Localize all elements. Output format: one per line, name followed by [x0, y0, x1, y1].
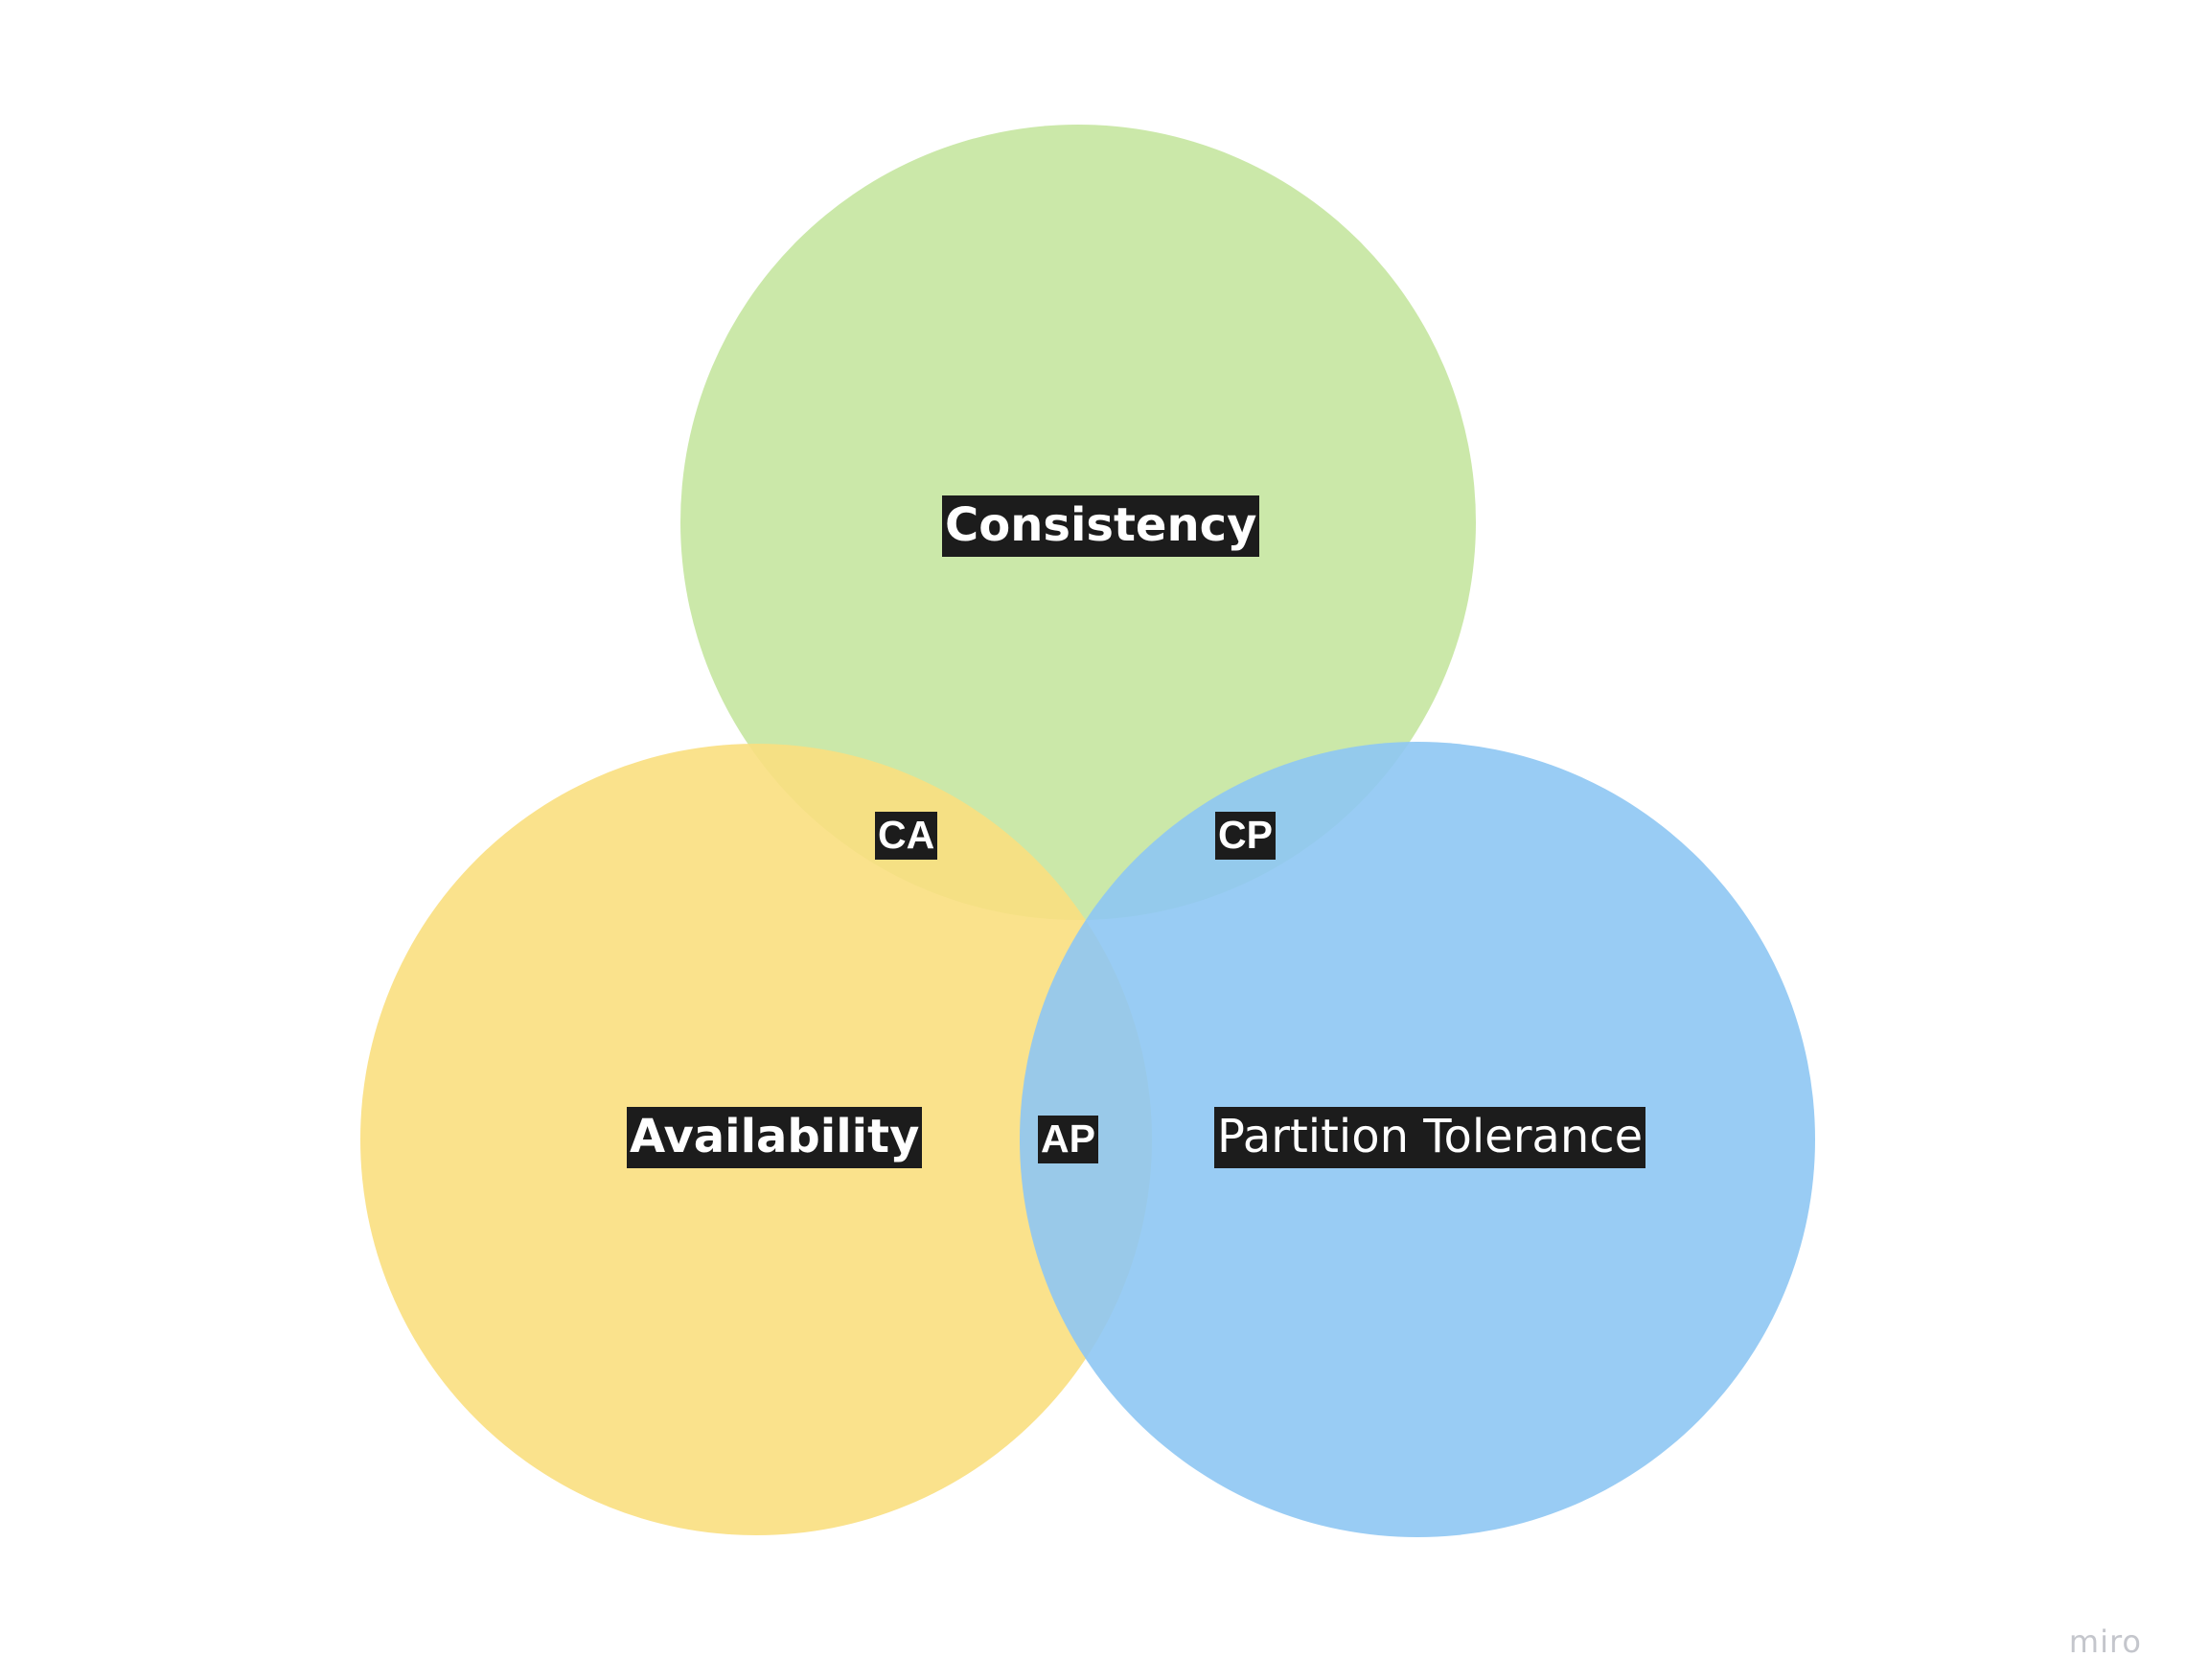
ca-intersection-label[interactable]: CA: [875, 812, 938, 860]
availability-label[interactable]: Availability: [627, 1107, 923, 1168]
consistency-label[interactable]: Consistency: [942, 495, 1260, 557]
cp-intersection-label[interactable]: CP: [1215, 812, 1276, 860]
ap-intersection-label[interactable]: AP: [1038, 1116, 1098, 1163]
miro-watermark: miro: [2068, 1623, 2142, 1660]
partition-tolerance-label[interactable]: Partition Tolerance: [1214, 1107, 1646, 1168]
